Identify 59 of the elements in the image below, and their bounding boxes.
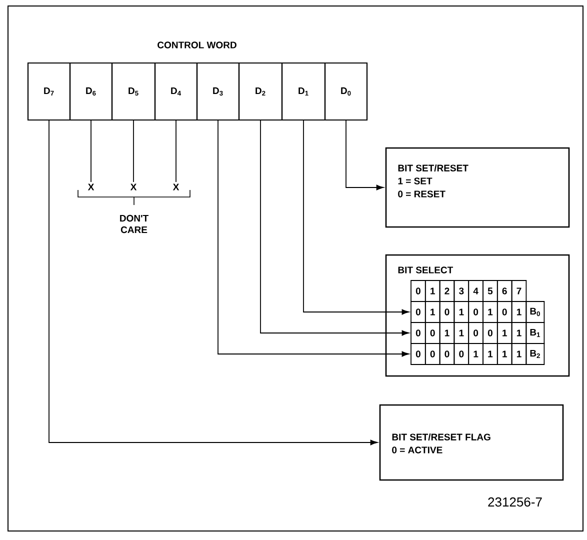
table-cell: B$_{2}$ xyxy=(526,343,545,365)
table-cell: 2 xyxy=(439,280,455,302)
table-row xyxy=(410,322,545,344)
bit-cell: D$_{0}$ xyxy=(324,62,368,121)
arrow xyxy=(48,120,378,446)
table-cell: 0 xyxy=(482,322,498,344)
table-cell: 0 xyxy=(468,301,484,323)
table-cell: 6 xyxy=(496,280,512,302)
text-box: BIT SET/RESET 1 = SET 0 = RESET xyxy=(385,147,570,228)
arrow xyxy=(303,120,410,315)
table-cell: 1 xyxy=(439,322,455,344)
arrow xyxy=(260,120,410,336)
table-cell: 1 xyxy=(454,322,470,344)
table-cell: 3 xyxy=(454,280,470,302)
table-cell: 7 xyxy=(511,280,527,302)
table-cell: 0 xyxy=(410,343,426,365)
table-cell: 1 xyxy=(496,343,512,365)
table-cell: 1 xyxy=(482,301,498,323)
bit-cell: D$_{4}$ xyxy=(154,62,198,121)
title: CONTROL WORD xyxy=(158,42,236,48)
bit-cell: D$_{7}$ xyxy=(27,62,71,121)
table-row xyxy=(410,343,545,365)
table-cell: 0 xyxy=(439,301,455,323)
dont-care-mark: X xyxy=(172,184,180,190)
table-cell: 5 xyxy=(482,280,498,302)
bit-cell: D$_{2}$ xyxy=(238,62,283,121)
table-cell: 1 xyxy=(511,343,527,365)
bit-cell: D$_{5}$ xyxy=(111,62,156,121)
table-cell: 4 xyxy=(468,280,484,302)
bit-cell: D$_{3}$ xyxy=(196,62,240,121)
table-row xyxy=(410,301,545,323)
dont-care-mark: X xyxy=(88,184,94,190)
table-cell: 0 xyxy=(496,301,512,323)
table-cell: 1 xyxy=(511,322,527,344)
table-cell: 1 xyxy=(424,280,440,302)
table-cell: 1 xyxy=(482,343,498,365)
arrow xyxy=(346,120,384,190)
text-box: BIT SET/RESET FLAG 0 = ACTIVE xyxy=(379,404,564,481)
table-cell: 0 xyxy=(454,343,470,365)
table-cell: 1 xyxy=(468,343,484,365)
table-cell: 0 xyxy=(439,343,455,365)
table-cell: 1 xyxy=(496,322,512,344)
table-cell: 0 xyxy=(410,301,426,323)
bit-cell: D$_{1}$ xyxy=(281,62,326,121)
figure-number: 231256-7 xyxy=(488,497,542,507)
dont-care-label: DON'T CARE xyxy=(120,214,148,234)
bit-cell: D$_{6}$ xyxy=(69,62,113,121)
table-cell: 0 xyxy=(468,322,484,344)
table-cell: 1 xyxy=(424,301,440,323)
table-cell: 0 xyxy=(410,280,426,302)
table-cell: B$_{1}$ xyxy=(526,322,545,344)
table-cell: 0 xyxy=(424,322,440,344)
table-cell: 1 xyxy=(511,301,527,323)
table-cell: 1 xyxy=(454,301,470,323)
dont-care-mark: X xyxy=(130,184,137,190)
table-cell: 0 xyxy=(424,343,440,365)
table-cell: B$_{0}$ xyxy=(526,301,545,323)
table-cell: 0 xyxy=(410,322,426,344)
arrow xyxy=(218,120,410,357)
